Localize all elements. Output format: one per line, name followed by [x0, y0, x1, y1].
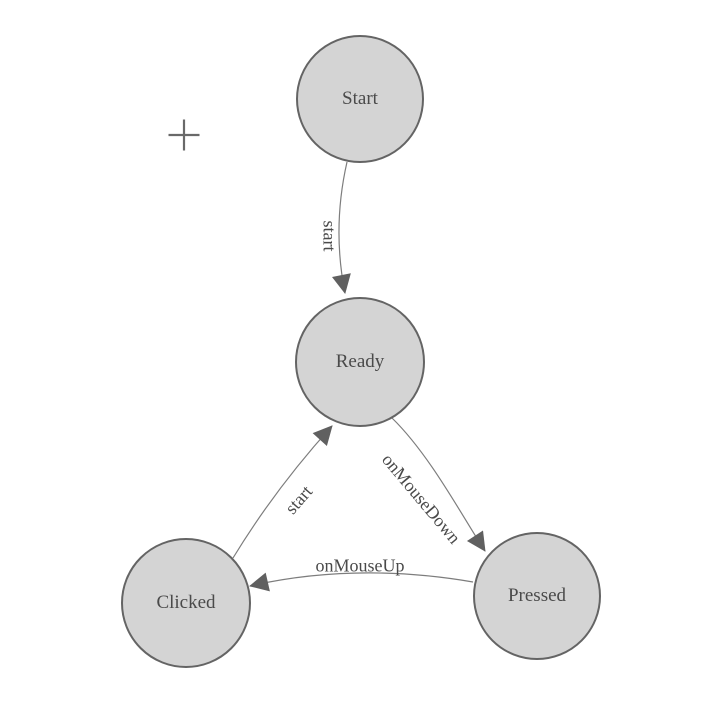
node-clicked[interactable]: Clicked: [121, 538, 251, 668]
edge-ready-to-pressed[interactable]: [391, 417, 486, 552]
edge-clicked-to-ready[interactable]: [232, 425, 333, 559]
node-ready[interactable]: Ready: [295, 297, 425, 427]
edge-label-start-to-ready[interactable]: start: [319, 220, 340, 252]
node-start-label: Start: [342, 88, 378, 109]
edge-pressed-to-clicked[interactable]: [249, 572, 474, 592]
node-clicked-label: Clicked: [156, 592, 216, 613]
node-start[interactable]: Start: [296, 35, 424, 163]
node-pressed-label: Pressed: [507, 585, 567, 606]
edge-start-to-ready[interactable]: [332, 161, 351, 294]
crosshair-marker-icon: [168, 119, 200, 151]
edge-label-onmouseup[interactable]: onMouseUp: [315, 555, 405, 576]
node-ready-label: Ready: [335, 351, 385, 372]
node-pressed[interactable]: Pressed: [473, 532, 601, 660]
